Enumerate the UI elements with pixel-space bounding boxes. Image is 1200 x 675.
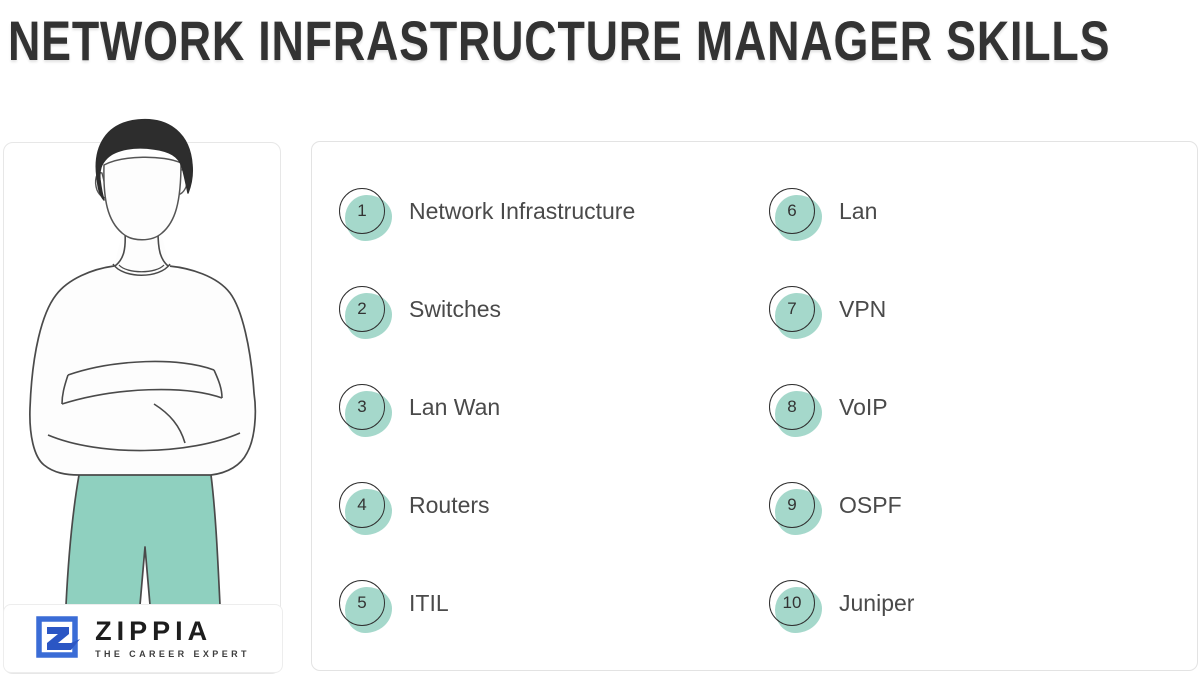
badge-number: 9 <box>769 482 815 528</box>
skill-label: Network Infrastructure <box>409 197 636 224</box>
skill-list-item: 3 Lan Wan <box>339 384 635 437</box>
page-title: NETWORK INFRASTRUCTURE MANAGER SKILLS <box>8 9 1111 72</box>
badge-number: 6 <box>769 188 815 234</box>
badge-number: 7 <box>769 286 815 332</box>
badge-number: 5 <box>339 580 385 626</box>
skill-number-badge: 9 <box>769 482 822 535</box>
zippia-logo: ZIPPIA THE CAREER EXPERT <box>3 604 283 673</box>
zippia-logo-tagline: THE CAREER EXPERT <box>95 649 250 659</box>
zippia-logo-icon <box>36 615 81 658</box>
skill-list-item: 4 Routers <box>339 482 635 535</box>
skill-label: OSPF <box>839 491 902 518</box>
skill-number-badge: 4 <box>339 482 392 535</box>
zippia-logo-name: ZIPPIA <box>95 616 213 646</box>
skill-number-badge: 1 <box>339 188 392 241</box>
skill-label: Routers <box>409 491 490 518</box>
badge-number: 2 <box>339 286 385 332</box>
skills-column-left: 1 Network Infrastructure 2 Switches 3 La… <box>339 188 635 675</box>
skill-list-item: 2 Switches <box>339 286 635 339</box>
skill-number-badge: 3 <box>339 384 392 437</box>
skill-number-badge: 6 <box>769 188 822 241</box>
skill-list-item: 5 ITIL <box>339 580 635 633</box>
skill-list-item: 10 Juniper <box>769 580 915 633</box>
badge-number: 8 <box>769 384 815 430</box>
skill-list-item: 9 OSPF <box>769 482 914 535</box>
badge-number: 4 <box>339 482 385 528</box>
skills-panel: 1 Network Infrastructure 2 Switches 3 La… <box>311 141 1198 671</box>
badge-number: 10 <box>769 580 815 626</box>
skill-list-item: 7 VPN <box>769 286 914 339</box>
person-panel: ZIPPIA THE CAREER EXPERT <box>3 118 283 674</box>
skill-label: ITIL <box>409 589 449 616</box>
skill-number-badge: 5 <box>339 580 392 633</box>
skill-number-badge: 7 <box>769 286 822 339</box>
badge-number: 3 <box>339 384 385 430</box>
badge-number: 1 <box>339 188 385 234</box>
skill-label: VoIP <box>839 393 888 420</box>
skill-label: Switches <box>409 295 502 322</box>
skill-list-item: 8 VoIP <box>769 384 914 437</box>
skill-label: Juniper <box>839 589 915 616</box>
person-illustration <box>29 118 257 606</box>
skills-column-right: 6 Lan 7 VPN 8 VoIP 9 OSPF 10 Juniper <box>769 188 914 675</box>
skill-number-badge: 8 <box>769 384 822 437</box>
skill-label: VPN <box>839 295 887 322</box>
skill-number-badge: 2 <box>339 286 392 339</box>
skill-label: Lan <box>839 197 878 224</box>
skill-number-badge: 10 <box>769 580 822 633</box>
skill-label: Lan Wan <box>409 393 501 420</box>
skill-list-item: 6 Lan <box>769 188 914 241</box>
skill-list-item: 1 Network Infrastructure <box>339 188 636 241</box>
